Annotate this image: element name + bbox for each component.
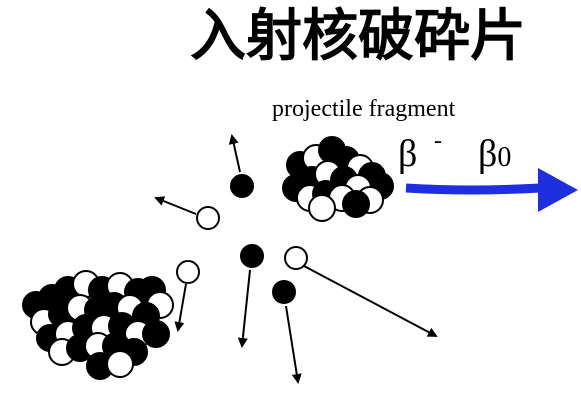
fragment-cluster-left bbox=[23, 271, 173, 379]
nucleon-proton bbox=[241, 245, 263, 267]
nucleon-neutron bbox=[177, 261, 199, 283]
right-arrow-icon bbox=[406, 168, 578, 212]
nucleon-proton bbox=[231, 175, 253, 197]
fragment-cluster-right bbox=[283, 137, 393, 221]
nucleon-neutron bbox=[197, 207, 219, 229]
nucleon-neutron bbox=[285, 247, 307, 269]
nucleon-proton bbox=[273, 281, 295, 303]
